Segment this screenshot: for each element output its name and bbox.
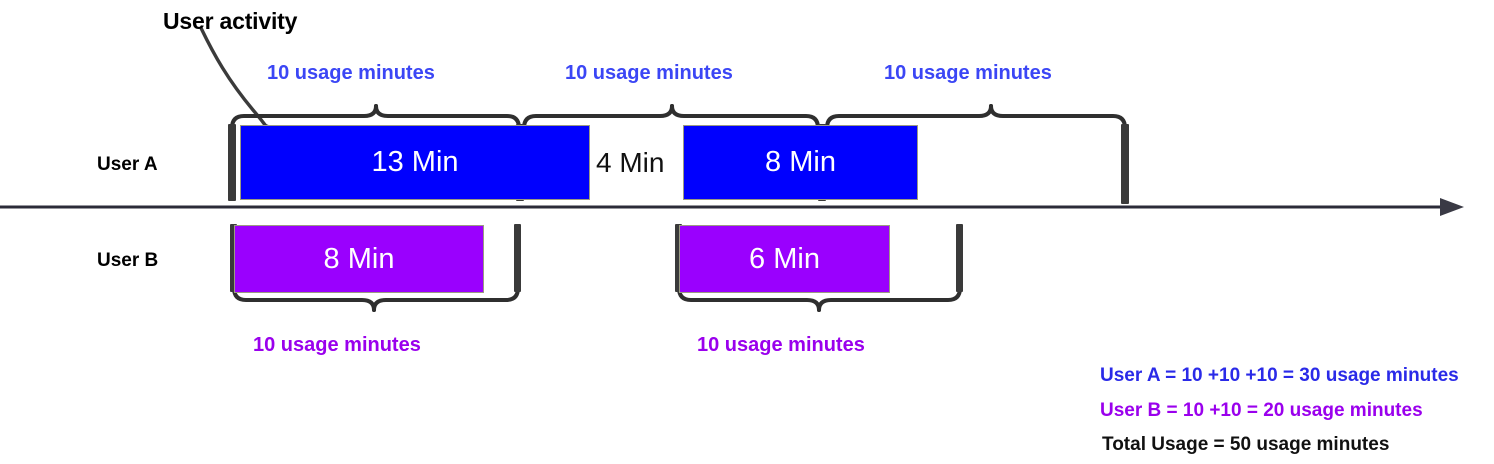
time-axis: [0, 198, 1464, 216]
tick-user-a-start: [228, 124, 236, 201]
gap-label-user-a: 4 Min: [596, 147, 665, 178]
tick-user-b-end-2: [956, 224, 963, 292]
summary-user-b: User B = 10 +10 = 20 usage minutes: [1100, 400, 1423, 421]
summary-user-a: User A = 10 +10 +10 = 30 usage minutes: [1100, 365, 1459, 386]
brace-label-user-b-1: 10 usage minutes: [253, 334, 421, 356]
bar-user-b-segment-1-label: 8 Min: [323, 242, 395, 275]
bar-user-b-segment-2-label: 6 Min: [749, 242, 820, 275]
brace-label-user-b-2: 10 usage minutes: [697, 334, 865, 356]
brace-user-a-2: [522, 104, 820, 130]
tick-user-b-start-2: [675, 224, 682, 292]
brace-label-user-a-1: 10 usage minutes: [267, 62, 435, 84]
brace-label-user-a-2: 10 usage minutes: [565, 62, 733, 84]
tick-user-b-start: [230, 224, 237, 292]
bar-user-b-segment-2[interactable]: 6 Min: [679, 225, 890, 293]
tick-user-b-end-1: [514, 224, 521, 292]
user-activity-callout-label: User activity: [163, 8, 298, 34]
bar-user-a-segment-2-label: 8 Min: [765, 146, 836, 178]
brace-user-b-1: [232, 286, 520, 312]
bar-user-b-segment-1[interactable]: 8 Min: [234, 225, 484, 293]
row-label-user-b: User B: [97, 250, 159, 271]
brace-label-user-a-3: 10 usage minutes: [884, 62, 1052, 84]
bar-user-a-segment-2[interactable]: 8 Min: [683, 125, 918, 200]
bar-user-a-segment-1-label: 13 Min: [371, 146, 459, 178]
tick-user-a-end: [1121, 124, 1129, 204]
brace-user-b-2: [677, 286, 962, 312]
row-label-user-a: User A: [97, 154, 158, 175]
brace-user-a-3: [825, 104, 1127, 130]
bar-user-a-segment-1[interactable]: 13 Min: [240, 125, 590, 200]
summary-total: Total Usage = 50 usage minutes: [1102, 434, 1390, 455]
brace-user-a-1: [230, 104, 521, 130]
